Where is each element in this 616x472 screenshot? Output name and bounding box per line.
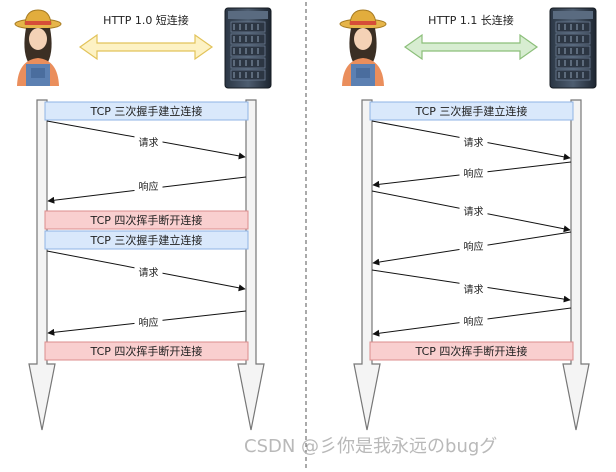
- handshake-box: [44, 101, 249, 121]
- request-label: 请求: [139, 136, 159, 149]
- request-label: 请求: [464, 136, 484, 149]
- request-label: 请求: [464, 283, 484, 296]
- watermark: CSDN @彡你是我永远のbugグ: [244, 436, 498, 457]
- lifeline: [562, 99, 590, 431]
- panel-title: HTTP 1.0 短连接: [103, 13, 189, 27]
- lifeline: [237, 99, 265, 431]
- handshake-label: TCP 三次握手建立连接: [90, 104, 203, 118]
- response-label: 响应: [139, 316, 159, 329]
- response-label: 响应: [464, 167, 484, 180]
- handshake-box: [44, 230, 249, 250]
- handshake-box: [369, 101, 574, 121]
- server-icon: [224, 7, 272, 89]
- panel-title: HTTP 1.1 长连接: [428, 14, 514, 27]
- connection-arrow: [78, 33, 214, 61]
- handshake-label: TCP 三次握手建立连接: [415, 104, 528, 118]
- response-label: 响应: [464, 240, 484, 253]
- connection-arrow: [403, 33, 539, 61]
- lifeline: [28, 99, 56, 431]
- teardown-box: [44, 210, 249, 230]
- lifeline: [353, 99, 381, 431]
- request-label: 请求: [139, 266, 159, 279]
- teardown-label: TCP 四次挥手断开连接: [90, 213, 203, 227]
- user-icon: [14, 9, 62, 86]
- response-label: 响应: [139, 180, 159, 193]
- teardown-label: TCP 四次挥手断开连接: [415, 344, 528, 358]
- teardown-box: [369, 341, 574, 361]
- server-icon: [549, 7, 597, 89]
- request-label: 请求: [464, 205, 484, 218]
- teardown-label: TCP 四次挥手断开连接: [90, 344, 203, 358]
- response-label: 响应: [464, 315, 484, 328]
- teardown-box: [44, 341, 249, 361]
- handshake-label: TCP 三次握手建立连接: [90, 233, 203, 247]
- user-icon: [339, 9, 387, 86]
